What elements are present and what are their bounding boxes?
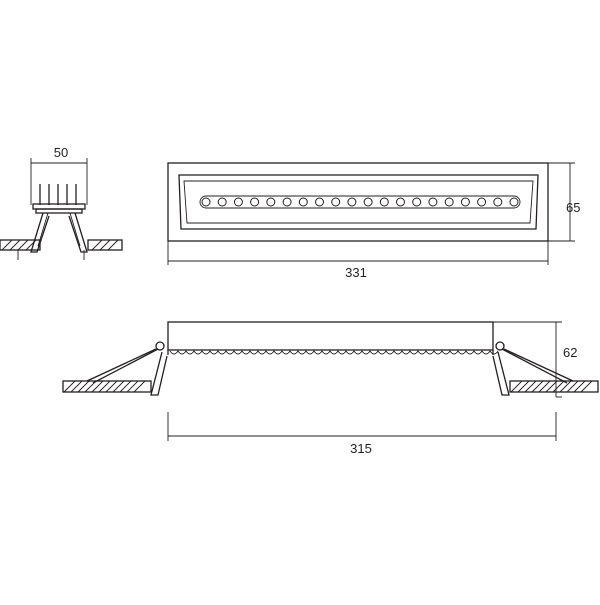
front-height-dimension: 65: [548, 162, 580, 242]
led-icon: [315, 197, 324, 207]
side-view: 50: [0, 145, 123, 260]
led-icon: [428, 197, 438, 207]
led-icon: [396, 197, 405, 207]
front-inner-frame: [178, 174, 539, 230]
led-icon: [347, 197, 357, 207]
front-length-label: 331: [345, 265, 367, 280]
profile-height-dimension: 62: [493, 321, 577, 398]
front-outer-frame: [167, 162, 549, 242]
heatsink-fins: [39, 184, 77, 205]
led-icon: [331, 197, 341, 207]
profile-view: 62 315: [62, 321, 599, 456]
front-length-dimension: 331: [167, 241, 549, 280]
led-icon: [201, 197, 211, 207]
profile-ceiling: [62, 380, 599, 393]
front-view: 65 331: [167, 162, 580, 280]
profile-length-label: 315: [350, 441, 372, 456]
profile-body: [167, 321, 494, 351]
right-spring-clip: [492, 341, 574, 396]
led-icon: [250, 197, 260, 207]
led-icon: [298, 197, 308, 207]
led-icon: [412, 197, 422, 207]
led-icon: [233, 197, 243, 207]
led-icon: [266, 197, 276, 207]
profile-height-label: 62: [563, 345, 577, 360]
front-inner-recess: [183, 180, 534, 224]
led-icon: [493, 197, 503, 207]
led-icon: [444, 197, 454, 207]
front-height-label: 65: [566, 200, 580, 215]
led-icon: [509, 197, 519, 207]
profile-length-dimension: 315: [167, 412, 557, 456]
led-icon: [477, 197, 487, 207]
led-icon: [363, 197, 373, 207]
led-icon: [379, 197, 389, 207]
led-strip: [199, 195, 521, 209]
led-icon: [282, 197, 292, 207]
led-icon: [460, 197, 470, 207]
side-ceiling: [0, 239, 123, 260]
left-spring-clip: [86, 341, 168, 396]
led-row: [201, 197, 519, 207]
profile-diffuser: [169, 350, 499, 355]
side-width-label: 50: [54, 145, 68, 160]
side-width-dimension: 50: [30, 145, 88, 205]
led-icon: [217, 197, 227, 207]
